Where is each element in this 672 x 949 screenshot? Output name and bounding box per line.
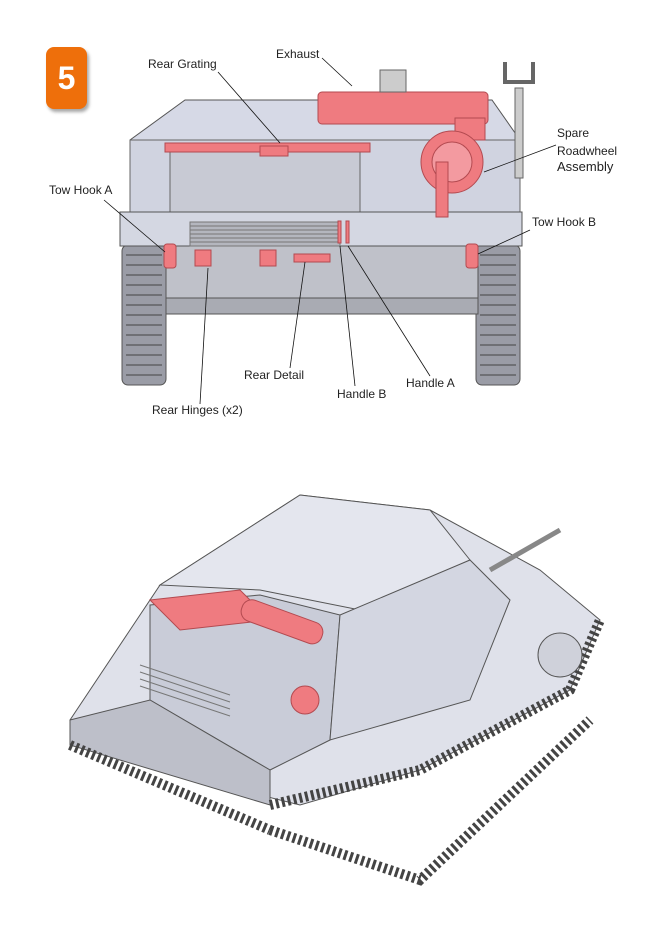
- label-tow-hook-b: Tow Hook B: [532, 215, 597, 229]
- label-spare-roadwheel-line2: Roadwheel: [557, 144, 618, 158]
- step-number-badge: 5: [46, 47, 87, 109]
- label-rear-grating: Rear Grating: [148, 57, 217, 71]
- label-spare-roadwheel-line1: Spare: [557, 126, 590, 140]
- label-rear-detail: Rear Detail: [244, 368, 305, 382]
- label-handle-a: Handle A: [406, 376, 455, 390]
- label-spare-roadwheel-line3: Assembly: [557, 159, 614, 174]
- isometric-view: [68, 494, 605, 886]
- label-handle-b: Handle B: [337, 387, 387, 401]
- label-exhaust: Exhaust: [276, 47, 320, 61]
- rear-panel: [169, 151, 361, 215]
- label-rear-hinges: Rear Hinges (x2): [152, 403, 243, 417]
- label-tow-hook-a: Tow Hook A: [49, 183, 113, 197]
- leader-lines: [103, 57, 557, 405]
